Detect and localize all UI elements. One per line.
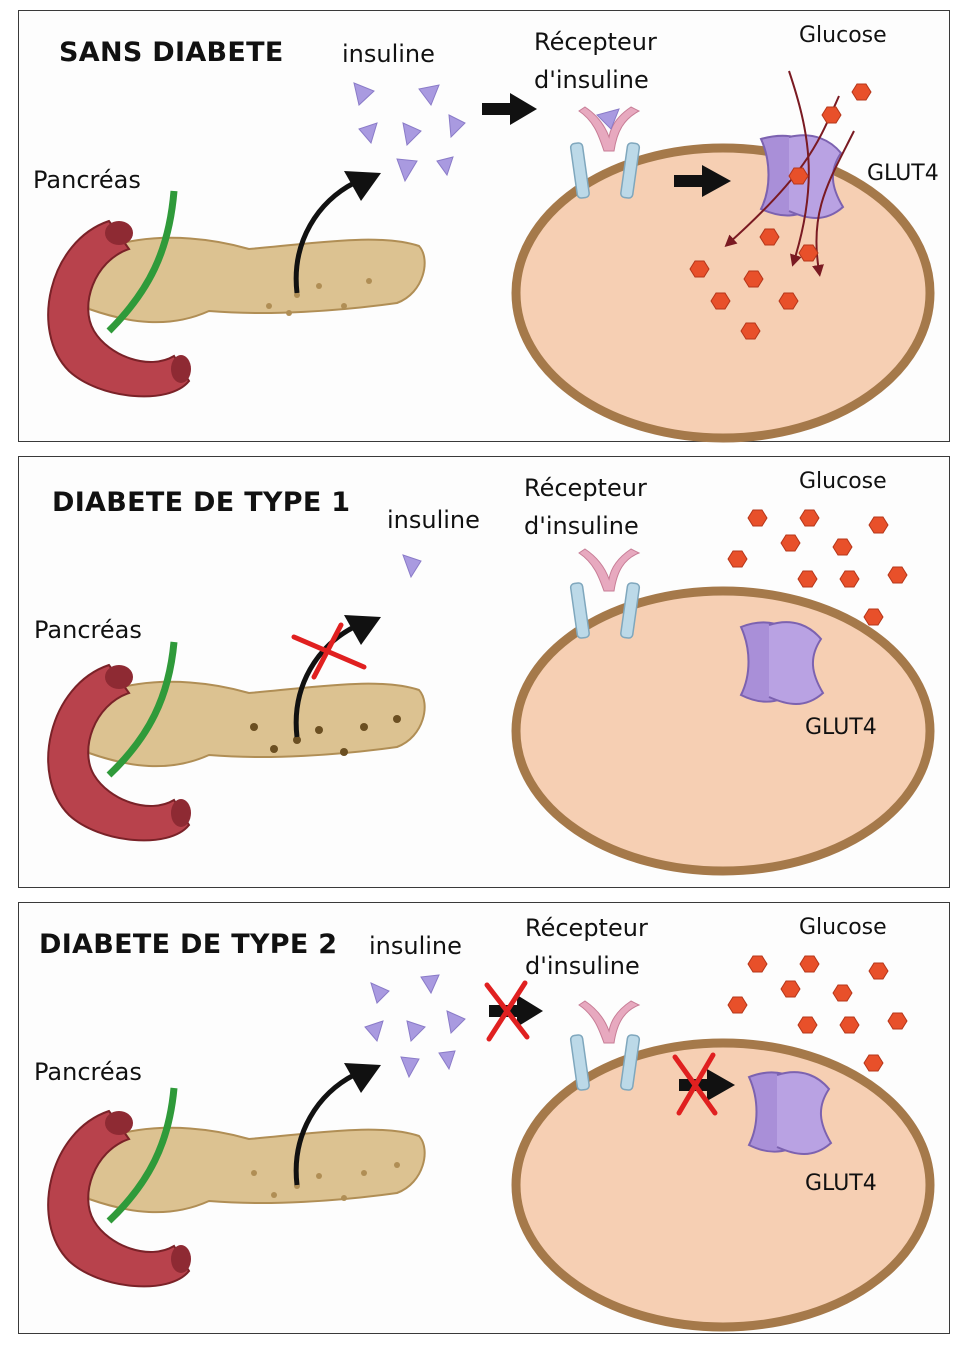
glut4-label: GLUT4 bbox=[867, 161, 939, 186]
insulin-label: insuline bbox=[369, 932, 462, 960]
duodenum-illustration bbox=[47, 663, 191, 842]
insulin-receptor bbox=[569, 548, 641, 639]
panel-type2-diabetes: DIABETE DE TYPE 2 insuline Récepteur d'i… bbox=[18, 902, 950, 1334]
pancreas-label: Pancréas bbox=[34, 1058, 142, 1086]
glucose-label: Glucose bbox=[799, 469, 887, 494]
glut4-label: GLUT4 bbox=[805, 1171, 877, 1196]
glucose-molecules bbox=[727, 509, 908, 626]
glut4-label: GLUT4 bbox=[805, 715, 877, 740]
pancreas-illustration bbox=[77, 680, 426, 768]
insulin-molecules bbox=[364, 974, 466, 1079]
glucose-molecules bbox=[689, 83, 872, 340]
insulin-label: insuline bbox=[342, 40, 435, 68]
insulin-molecule bbox=[402, 554, 422, 579]
panel-no-diabetes: SANS DIABETE insuline Récepteur d'insuli… bbox=[18, 10, 950, 443]
cell-body bbox=[511, 1038, 935, 1332]
panel-title: DIABETE DE TYPE 2 bbox=[39, 929, 338, 960]
pancreas-illustration bbox=[77, 236, 426, 324]
insulin-to-receptor-arrow-blocked bbox=[484, 980, 543, 1042]
duodenum-illustration bbox=[47, 1109, 191, 1288]
pancreatic-duct bbox=[106, 641, 178, 778]
secretion-arrow bbox=[293, 1063, 381, 1186]
insulin-receptor bbox=[569, 1000, 641, 1091]
pancreas-illustration bbox=[77, 1126, 426, 1214]
blocked-cross bbox=[291, 622, 367, 680]
cell-body bbox=[511, 586, 935, 876]
panel-type1-illustration bbox=[47, 509, 935, 876]
panel-type2-illustration bbox=[47, 955, 935, 1332]
glucose-molecules bbox=[727, 955, 908, 1072]
signal-to-glut4-arrow bbox=[674, 165, 731, 197]
panel-type1-diabetes: DIABETE DE TYPE 1 insuline Récepteur d'i… bbox=[18, 456, 950, 888]
panel-title: DIABETE DE TYPE 1 bbox=[52, 487, 351, 518]
insulin-to-receptor-arrow bbox=[482, 93, 537, 125]
glut4-transporter bbox=[747, 1071, 833, 1155]
insulin-label: insuline bbox=[387, 506, 480, 534]
glut4-transporter bbox=[739, 621, 825, 705]
receptor-label: Récepteur d'insuline bbox=[534, 28, 657, 94]
insulin-receptor bbox=[569, 106, 641, 199]
secretion-arrow bbox=[293, 615, 381, 738]
panel-title: SANS DIABETE bbox=[59, 37, 284, 68]
duodenum-illustration bbox=[47, 219, 191, 398]
glucose-label: Glucose bbox=[799, 915, 887, 940]
receptor-label: Récepteur d'insuline bbox=[525, 914, 648, 980]
panel-no-diabetes-illustration bbox=[47, 70, 935, 443]
receptor-label: Récepteur d'insuline bbox=[524, 474, 647, 540]
signal-to-glut4-arrow-blocked bbox=[672, 1052, 735, 1116]
secretion-arrow bbox=[293, 171, 381, 294]
pancreas-label: Pancréas bbox=[33, 166, 141, 194]
pancreatic-duct bbox=[106, 1087, 178, 1224]
insulin-molecules bbox=[353, 82, 466, 183]
glucose-label: Glucose bbox=[799, 23, 887, 48]
pancreas-label: Pancréas bbox=[34, 616, 142, 644]
pancreatic-duct bbox=[106, 190, 178, 334]
